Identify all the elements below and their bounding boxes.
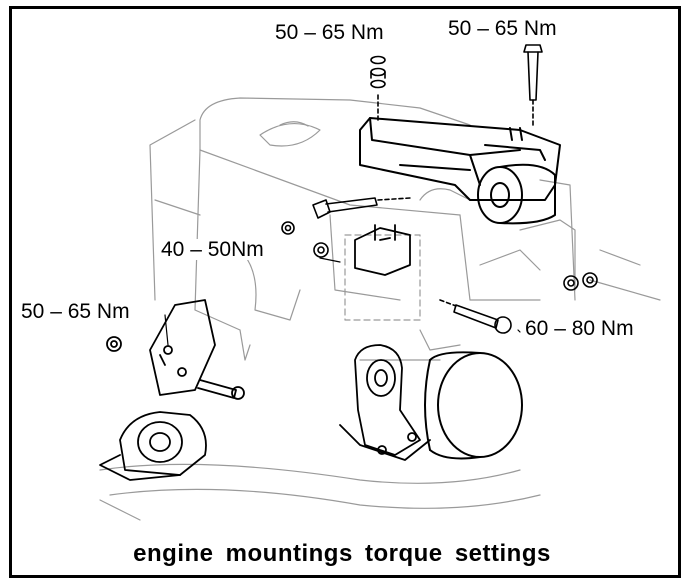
right-bolt (439, 299, 512, 334)
center-bracket (354, 224, 411, 276)
diagram-caption: engine mountings torque settings (133, 540, 551, 567)
leader-lines (164, 257, 521, 346)
middle-nuts (281, 221, 329, 258)
right-nuts (563, 272, 598, 291)
torque-label-middle-left: 40 – 50Nm (159, 238, 266, 261)
top-right-bolt (523, 44, 543, 126)
torque-label-right: 60 – 80 Nm (523, 317, 636, 340)
torque-label-top-left: 50 – 65 Nm (273, 21, 386, 44)
middle-long-bolt (312, 197, 411, 219)
torque-label-top-right: 50 – 65 Nm (446, 17, 559, 40)
left-rubber-mount (99, 411, 207, 481)
top-left-washers (370, 55, 386, 121)
oil-filter (424, 351, 523, 460)
left-mount-bracket (106, 299, 245, 400)
engine-block-outline (99, 97, 661, 521)
torque-label-left: 50 – 65 Nm (19, 300, 132, 323)
rear-rubber-mount (339, 344, 431, 461)
upper-mount-bracket (359, 117, 561, 225)
